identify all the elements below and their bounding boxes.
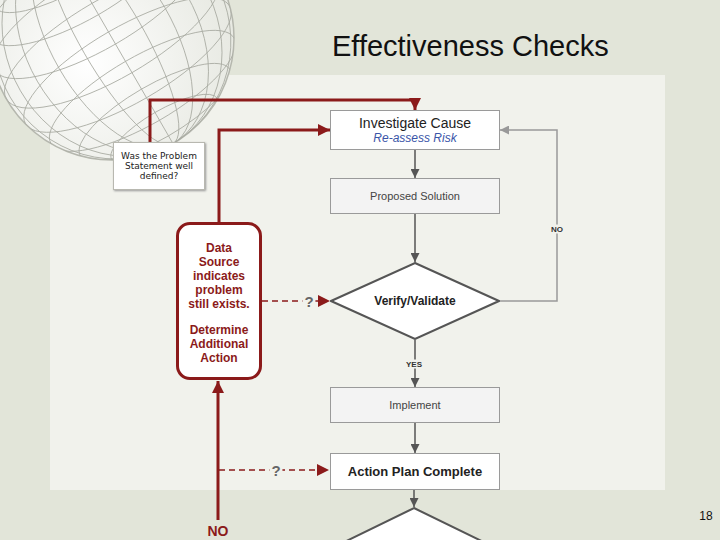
edge-label: NO — [549, 225, 565, 234]
node-text: Implement — [389, 399, 440, 411]
decision-diamond: Verify/Validate — [330, 262, 500, 340]
node-text: Action Plan Complete — [348, 464, 482, 479]
flow-connector — [414, 150, 416, 178]
edge-label: YES — [404, 360, 424, 369]
process-box: Implement — [330, 387, 500, 423]
globe-illustration — [0, 0, 282, 210]
node-text: Re-assess Risk — [373, 131, 456, 145]
node-text: Data Source indicates problem still exis… — [184, 241, 254, 311]
slide-title: Effectiveness Checks — [332, 30, 609, 63]
edge-label: ? — [302, 293, 315, 310]
feedback-line — [217, 381, 220, 520]
flow-arrow — [413, 490, 415, 507]
node-text: Was the Problem Statement well defined? — [119, 151, 199, 181]
question-mark: ? — [269, 462, 282, 479]
node-text: Verify/Validate — [374, 294, 455, 308]
process-box: Investigate CauseRe-assess Risk — [330, 110, 500, 150]
flow-connector — [414, 214, 416, 262]
page-number: 18 — [697, 509, 714, 523]
flow-connector — [414, 423, 416, 453]
flow-connector — [262, 300, 330, 302]
flow-connector — [219, 130, 330, 222]
flow-connector — [500, 130, 557, 301]
feedback-box: Data Source indicates problem still exis… — [176, 222, 262, 380]
process-box: Action Plan Complete — [330, 453, 500, 490]
node-text: Determine Additional Action — [184, 323, 254, 365]
node-text: Investigate Cause — [359, 115, 471, 131]
diamond-shape — [331, 263, 499, 339]
node-text: Proposed Solution — [370, 190, 460, 202]
decision-diamond — [328, 508, 500, 540]
callout-box: Was the Problem Statement well defined? — [113, 142, 205, 190]
process-box: Proposed Solution — [330, 178, 500, 214]
decision-label: NO — [206, 523, 231, 539]
